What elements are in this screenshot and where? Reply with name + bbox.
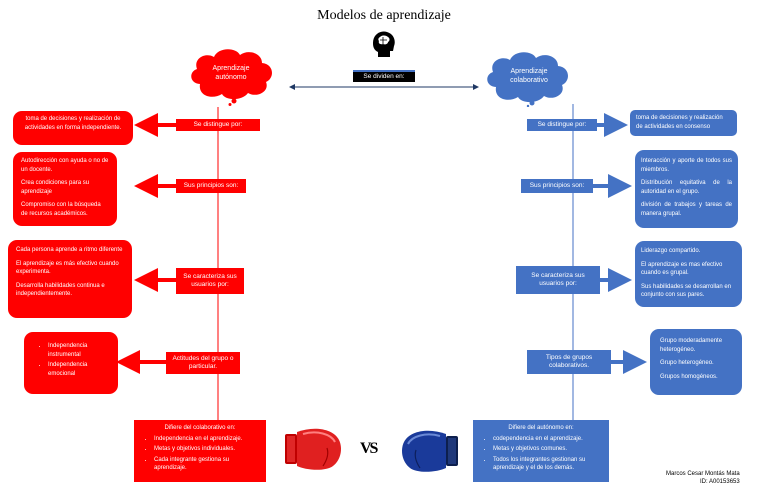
left-principio-2: Crea condiciones para su aprendizaje — [21, 180, 90, 195]
left-principio-3: Compromiso con la búsqueda de recursos a… — [21, 202, 101, 217]
right-tag-tipos: Tipos de grupos colaborativos. — [527, 350, 611, 374]
left-tag-distingue: Se distingue por: — [176, 119, 260, 131]
left-caracteriza-3: Desarrolla habilidades continua e indepe… — [16, 282, 105, 298]
right-difiere-title: Difiere del autónomo en: — [508, 425, 574, 431]
right-principio-3: división de trabajos y tareas de manera … — [641, 202, 732, 217]
right-caracteriza-2: El aprendizaje es mas efectivo cuando es… — [641, 261, 723, 277]
left-box-caracteriza: Cada persona aprende a ritmo diferente E… — [8, 240, 132, 318]
right-tipo-3: Grupos homogéneos. — [660, 373, 718, 380]
right-tag-distingue: Se distingue por: — [527, 119, 597, 131]
right-box-caracteriza: Liderazgo compartido. El aprendizaje es … — [635, 241, 742, 307]
author-name: Marcos Cesar Montás Mata — [666, 471, 740, 477]
right-tipo-1: Grupo moderadamente heterogéneo. — [660, 338, 723, 353]
page-title: Modelos de aprendizaje — [317, 8, 451, 23]
left-tag-actitudes: Actitudes del grupo o particular. — [166, 352, 240, 374]
right-difiere-3: Todos los integrantes gestionan su apren… — [493, 456, 603, 473]
left-heading: Aprendizaje autónomo — [212, 65, 250, 81]
right-caracteriza-1: Liderazgo compartido. — [641, 248, 701, 254]
left-box-distingue: toma de decisiones y realización de acti… — [13, 111, 133, 145]
left-box-principios: Autodirección con ayuda o no de un docen… — [13, 152, 117, 226]
left-distingue-text: toma de decisiones y realización de acti… — [24, 116, 122, 131]
center-label: Se dividen en: — [353, 70, 415, 82]
left-tag-caracteriza: Se caracteriza sus usuarios por: — [176, 268, 244, 294]
left-box-actitudes: Independencia instrumental Independencia… — [24, 332, 118, 394]
right-box-distingue: toma de decisiones y realización de acti… — [630, 110, 737, 136]
left-tag-principios: Sus principios son: — [176, 179, 246, 193]
author-block: Marcos Cesar Montás Mata ID: A00153653 — [666, 470, 740, 486]
left-actitud-2: Independencia emocional — [48, 361, 112, 378]
left-difiere-1: Independencia en el aprendizaje. — [154, 435, 260, 444]
left-difiere-3: Cada integrante gestiona su aprendizaje. — [154, 456, 260, 473]
right-difiere-2: Metas y objetivos comunes. — [493, 445, 603, 454]
left-difiere-2: Metas y objetivos individuales. — [154, 445, 260, 454]
blue-boxing-glove-icon — [402, 430, 458, 472]
right-difiere-1: codependencia en el aprendizaje. — [493, 435, 603, 444]
right-distingue-text: toma de decisiones y realización de acti… — [636, 115, 723, 130]
right-box-difiere: Difiere del autónomo en: codependencia e… — [473, 420, 609, 482]
left-principio-1: Autodirección con ayuda o no de un docen… — [21, 158, 109, 173]
left-box-difiere: Difiere del colaborativo en: Independenc… — [134, 420, 266, 482]
right-cloud-shape — [487, 52, 568, 107]
left-cloud-shape — [191, 49, 272, 106]
left-caracteriza-2: El aprendizaje es más efectivo cuando ex… — [16, 260, 119, 276]
right-box-principios: Interacción y aporte de todos sus miembr… — [635, 150, 738, 228]
red-boxing-glove-icon — [285, 428, 341, 470]
right-principio-2: Distribución equitativa de la autoridad … — [641, 180, 732, 195]
right-tag-caracteriza: Se caracteriza sus usuarios por: — [516, 266, 600, 294]
right-principio-1: Interacción y aporte de todos sus miembr… — [641, 158, 732, 173]
right-tipo-2: Grupo heterogéneo. — [660, 360, 714, 366]
right-heading: Aprendizaje colaborativo — [510, 68, 548, 84]
right-tag-principios: Sus principios son: — [521, 179, 593, 193]
left-difiere-title: Difiere del colaborativo en: — [164, 425, 236, 431]
left-actitud-1: Independencia instrumental — [48, 342, 112, 359]
vs-label: VS — [360, 440, 379, 457]
left-caracteriza-1: Cada persona aprende a ritmo diferente — [16, 247, 123, 253]
right-caracteriza-3: Sus habilidades se desarrollan en conjun… — [641, 283, 732, 299]
author-id: ID: A00153653 — [700, 479, 740, 485]
brain-head-icon — [373, 31, 395, 57]
right-box-tipos: Grupo moderadamente heterogéneo. Grupo h… — [650, 329, 742, 395]
